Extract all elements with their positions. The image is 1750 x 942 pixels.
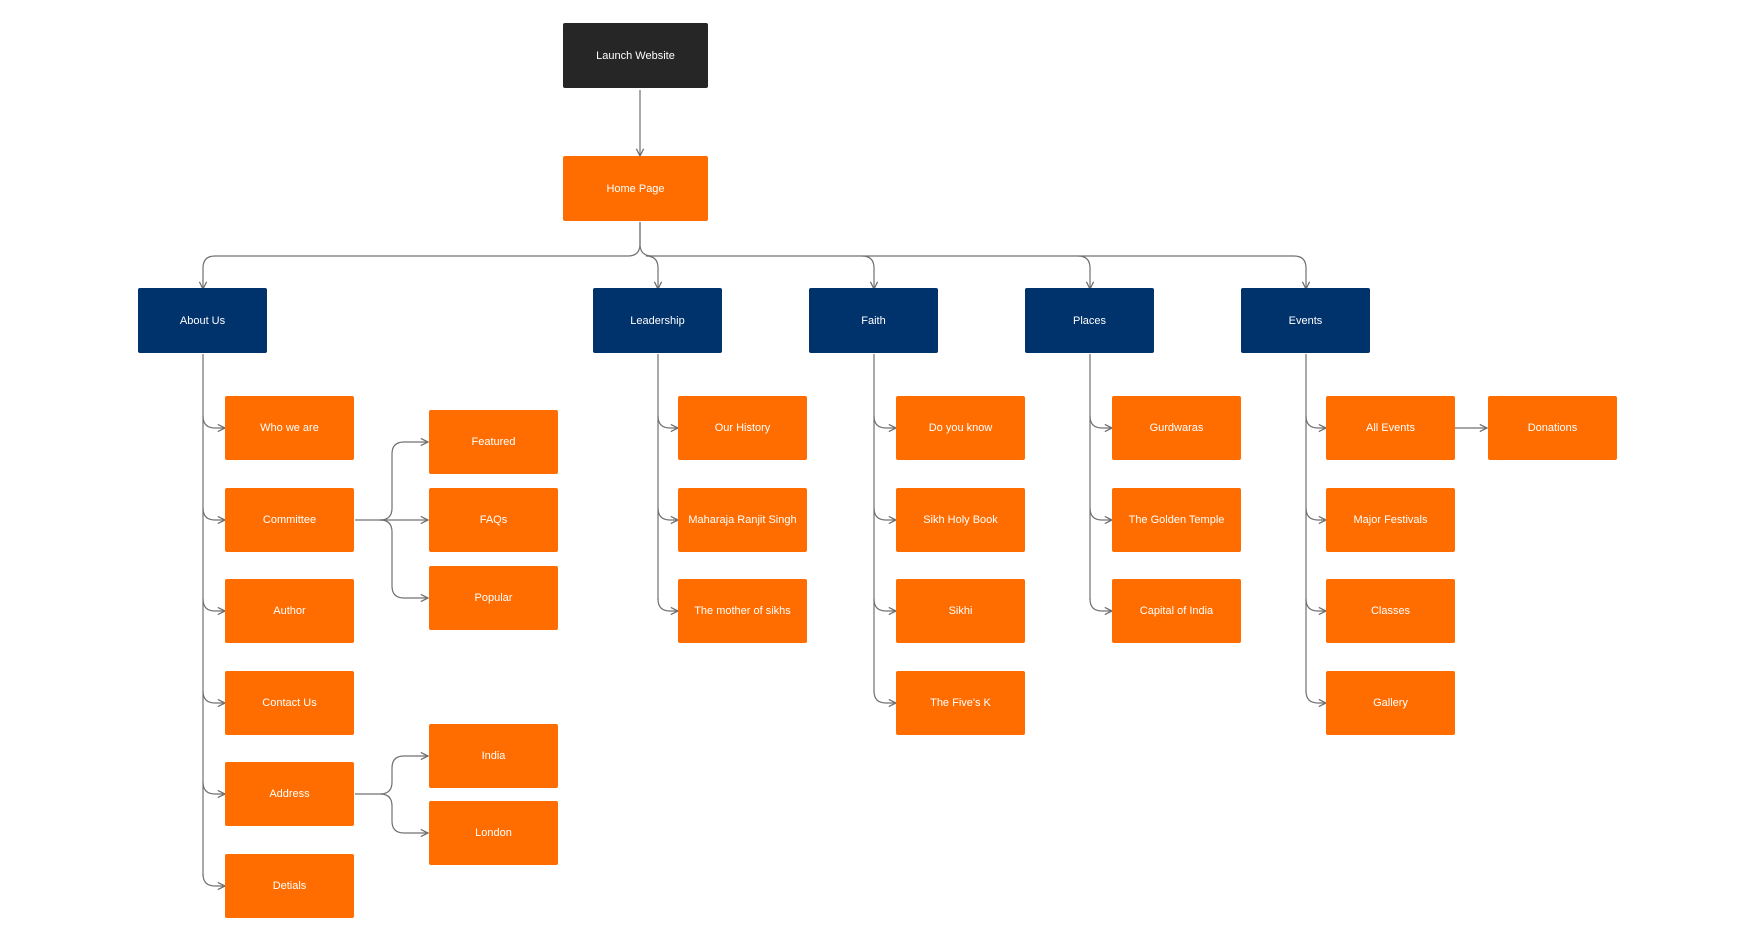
edge-home-places [862, 255, 1090, 289]
edge-events-all [1305, 415, 1326, 428]
edge-places-gurdwaras [1089, 415, 1112, 428]
node-do-you-know[interactable]: Do you know [896, 396, 1025, 460]
edge-about-contact [202, 690, 225, 703]
node-london[interactable]: London [429, 801, 558, 865]
node-places[interactable]: Places [1025, 288, 1154, 353]
node-events[interactable]: Events [1241, 288, 1370, 353]
edge-about-address [202, 781, 225, 794]
edge-events-classes [1305, 598, 1326, 611]
node-detials[interactable]: Detials [225, 854, 354, 918]
node-faqs[interactable]: FAQs [429, 488, 558, 552]
node-contact-us[interactable]: Contact Us [225, 671, 354, 735]
edge-home-leadership [639, 222, 658, 289]
edge-about-author [202, 598, 225, 611]
node-mother-of-sikhs[interactable]: The mother of sikhs [678, 579, 807, 643]
edge-faith-sikhi [873, 598, 896, 611]
edge-committee-featured [379, 442, 428, 521]
node-capital-of-india[interactable]: Capital of India [1112, 579, 1241, 643]
node-popular[interactable]: Popular [429, 566, 558, 630]
node-donations[interactable]: Donations [1488, 396, 1617, 460]
node-address[interactable]: Address [225, 762, 354, 826]
node-about-us[interactable]: About Us [138, 288, 267, 353]
node-india[interactable]: India [429, 724, 558, 788]
edge-committee-popular [379, 519, 428, 598]
edge-about-who [202, 415, 225, 428]
node-gurdwaras[interactable]: Gurdwaras [1112, 396, 1241, 460]
node-who-we-are[interactable]: Who we are [225, 396, 354, 460]
edge-leadership-maharaja [657, 507, 678, 520]
node-fives-k[interactable]: The Five's K [896, 671, 1025, 735]
edge-faith-fivesk [873, 690, 896, 703]
edge-home-events [1078, 255, 1306, 289]
edge-home-faith [652, 255, 874, 289]
node-leadership[interactable]: Leadership [593, 288, 722, 353]
node-sikhi[interactable]: Sikhi [896, 579, 1025, 643]
node-launch-website[interactable]: Launch Website [563, 23, 708, 88]
edge-places-capital [1089, 598, 1112, 611]
node-home-page[interactable]: Home Page [563, 156, 708, 221]
node-golden-temple[interactable]: The Golden Temple [1112, 488, 1241, 552]
node-author[interactable]: Author [225, 579, 354, 643]
node-classes[interactable]: Classes [1326, 579, 1455, 643]
node-committee[interactable]: Committee [225, 488, 354, 552]
edge-about-detials [202, 873, 225, 886]
node-all-events[interactable]: All Events [1326, 396, 1455, 460]
edge-faith-holybook [873, 507, 896, 520]
edge-about-committee [202, 507, 225, 520]
node-maharaja-ranjit-singh[interactable]: Maharaja Ranjit Singh [678, 488, 807, 552]
edge-address-london [379, 793, 428, 833]
node-major-festivals[interactable]: Major Festivals [1326, 488, 1455, 552]
edge-leadership-mother [657, 598, 678, 611]
node-sikh-holy-book[interactable]: Sikh Holy Book [896, 488, 1025, 552]
node-gallery[interactable]: Gallery [1326, 671, 1455, 735]
edge-faith-doyouknow [873, 415, 896, 428]
edge-leadership-history [657, 415, 678, 428]
node-our-history[interactable]: Our History [678, 396, 807, 460]
edge-home-about [203, 222, 641, 289]
node-faith[interactable]: Faith [809, 288, 938, 353]
edge-address-india [379, 756, 428, 795]
node-featured[interactable]: Featured [429, 410, 558, 474]
edge-places-golden [1089, 507, 1112, 520]
edge-events-festivals [1305, 507, 1326, 520]
edge-events-gallery [1305, 690, 1326, 703]
